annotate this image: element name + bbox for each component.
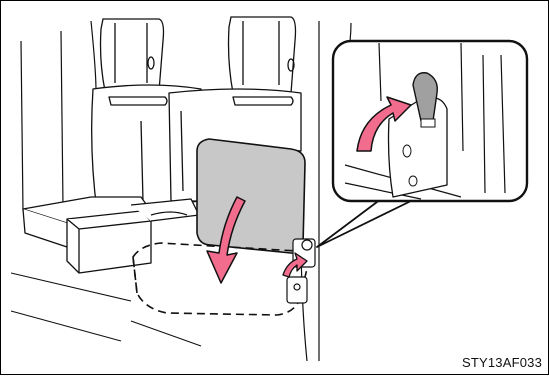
left-cushion bbox=[23, 197, 199, 273]
callout-pointer bbox=[317, 199, 415, 247]
left-headrest bbox=[101, 19, 164, 94]
floor-lines bbox=[11, 273, 201, 346]
figure-id-label: STY13AF033 bbox=[462, 355, 542, 370]
folding-seat-back bbox=[197, 139, 305, 253]
headrests bbox=[101, 17, 296, 96]
center-headrest bbox=[229, 17, 296, 96]
detail-inset bbox=[333, 41, 527, 201]
